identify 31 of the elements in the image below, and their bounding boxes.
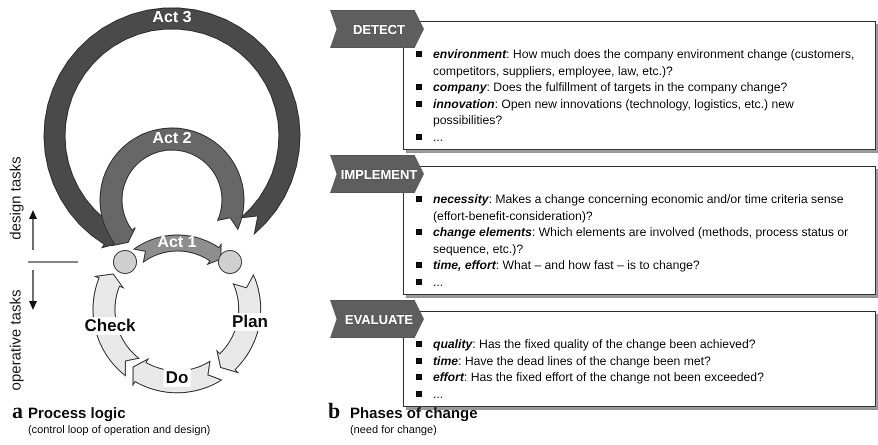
bullet-item: ... (416, 386, 861, 402)
panel-letter: a (12, 398, 23, 424)
bullet-item: time, effort: What – and how fast – is to change? (416, 257, 861, 274)
axis-label: operative tasks (8, 290, 24, 390)
axis-label: design tasks (8, 156, 24, 240)
bullet-item: time: Have the dead lines of the change been met? (416, 352, 861, 369)
bullet-item: ... (416, 128, 861, 145)
panel-letter: b (328, 398, 340, 424)
bullet-item: ... (416, 274, 861, 290)
caption-title: Process logic (28, 405, 126, 422)
phase-tag: EVALUATE (330, 300, 424, 338)
caption-subtitle: (need for change) (350, 424, 437, 436)
arc-label: Do (164, 368, 190, 387)
bullet-item: innovation: Open new innovations (technology, logistics, etc.) new possibilities? (416, 96, 861, 128)
bullet-item: environment: How much does the company environment change (customers, competitors, suppliers, employee, law, etc.)? (416, 46, 861, 79)
junction-circle (218, 250, 242, 274)
caption-subtitle: (control loop of operation and design) (28, 424, 210, 436)
arc-label: Act 1 (156, 234, 198, 252)
bullet-item: company: Does the fulfillment of targets in the company change? (416, 79, 861, 96)
arc-label: Plan (230, 312, 270, 331)
arc-label: Act 3 (151, 8, 193, 27)
caption-title: Phases of change (350, 405, 478, 422)
junction-circle (113, 250, 137, 274)
phase-tag: IMPLEMENT (330, 155, 424, 193)
bullet-item: necessity: Makes a change concerning economic and/or time criteria sense (effort-benefit-consideration)? (416, 191, 861, 224)
bullet-item: quality: Has the fixed quality of the change been achieved? (416, 336, 861, 352)
phase-tag: DETECT (330, 10, 424, 48)
arc-label: Check (82, 316, 138, 335)
bullet-item: change elements: Which elements are involved (methods, process status or sequence, etc.)? (416, 224, 861, 257)
arc-label: Act 2 (151, 130, 193, 148)
bullet-item: effort: Has the fixed effort of the change not been exceeded? (416, 369, 861, 386)
